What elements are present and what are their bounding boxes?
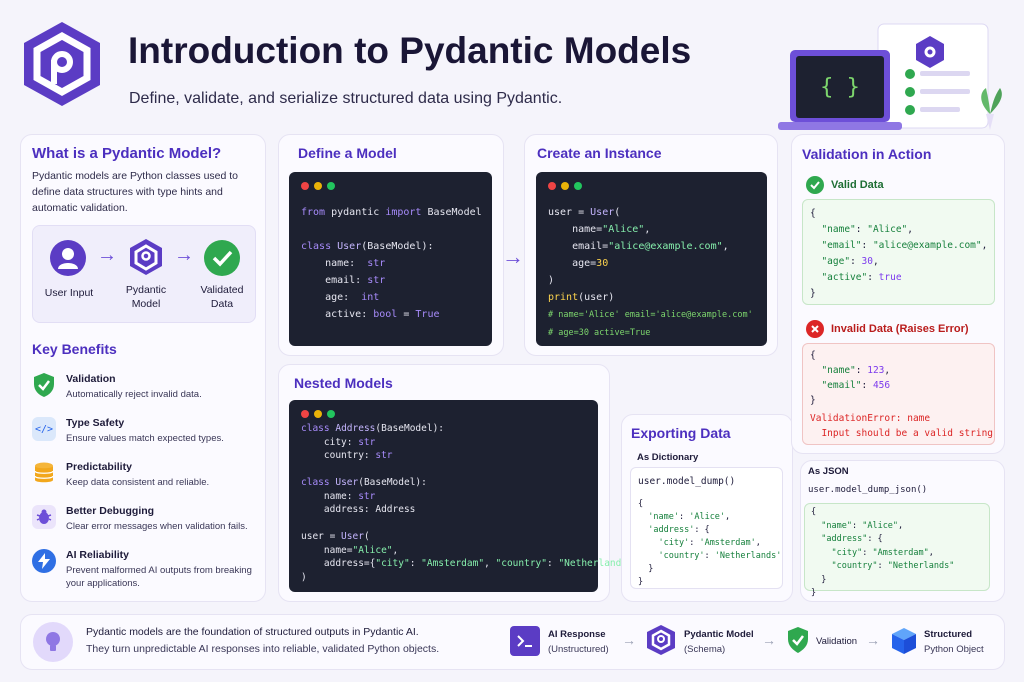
page-title: Introduction to Pydantic Models xyxy=(128,30,692,71)
bug-icon xyxy=(32,505,56,529)
define-code: from pydantic import BaseModel class Use… xyxy=(301,207,482,320)
benefit-title: Predictability xyxy=(66,461,132,473)
footer-flow-title: AI Response xyxy=(548,629,606,640)
flow-arrow-icon: → xyxy=(866,632,880,648)
user-icon xyxy=(50,240,86,276)
shield-check-icon xyxy=(786,626,810,654)
flow-label: Pydantic Model xyxy=(125,284,167,310)
page-subtitle: Define, validate, and serialize structur… xyxy=(129,90,563,107)
shield-check-icon xyxy=(32,373,56,397)
footer-line2: They turn unpredictable AI responses int… xyxy=(86,643,440,655)
instance-code-window: user = User( name="Alice", email="alice@… xyxy=(536,172,767,346)
pydantic-model-icon xyxy=(646,624,676,656)
check-circle-icon xyxy=(204,240,240,276)
footer-flow-sub: (Unstructured) xyxy=(548,644,609,655)
benefit-desc: Ensure values match expected types. xyxy=(66,433,224,444)
pydantic-model-icon xyxy=(128,238,164,276)
benefit-title: Validation xyxy=(66,373,116,385)
pydantic-logo-icon xyxy=(22,20,102,108)
benefit-desc: Automatically reject invalid data. xyxy=(66,389,202,400)
flow-arrow-icon: → xyxy=(174,244,194,266)
footer-line1: Pydantic models are the foundation of st… xyxy=(86,626,419,638)
footer-flow-title: Pydantic Model xyxy=(684,629,754,640)
benefit-title: AI Reliability xyxy=(66,549,130,561)
window-dots xyxy=(301,410,335,418)
flow-arrow-icon: → xyxy=(762,632,776,648)
footer-flow-sub: (Schema) xyxy=(684,644,726,655)
flow-arrow-icon: → xyxy=(622,632,636,648)
footer-flow-title: Structured xyxy=(924,629,973,640)
define-heading: Define a Model xyxy=(298,145,397,161)
benefit-desc: Keep data consistent and reliable. xyxy=(66,477,210,488)
window-dots xyxy=(548,182,582,190)
dict-call: user.model_dump() xyxy=(638,476,736,487)
code-icon: </> xyxy=(32,417,56,441)
invalid-box xyxy=(802,343,995,445)
nested-code-window: class Address(BaseModel): city: str coun… xyxy=(289,400,639,592)
benefit-title: Type Safety xyxy=(66,417,125,429)
json-call: user.model_dump_json() xyxy=(808,485,928,495)
database-icon xyxy=(32,461,56,485)
nested-code: class Address(BaseModel): city: str coun… xyxy=(301,423,639,583)
instance-code: user = User( name="Alice", email="alice@… xyxy=(548,207,753,338)
svg-text:{ }: { } xyxy=(820,75,860,100)
lightning-icon xyxy=(32,549,56,573)
benefit-desc: Clear error messages when validation fai… xyxy=(66,521,248,532)
valid-json: { "name": "Alice", "email": "alice@examp… xyxy=(810,208,988,299)
define-code-window: from pydantic import BaseModel class Use… xyxy=(289,172,492,346)
cube-icon xyxy=(890,626,918,656)
flow-label: User Input xyxy=(44,287,94,299)
error-message: Input should be a valid string xyxy=(810,428,994,439)
benefit-desc: Prevent malformed AI outputs from breaki… xyxy=(66,565,252,589)
what-heading: What is a Pydantic Model? xyxy=(32,145,222,162)
lightbulb-icon xyxy=(33,622,73,662)
error-message: ValidationError: name xyxy=(810,413,931,424)
window-dots xyxy=(301,182,335,190)
error-circle-icon xyxy=(806,320,824,338)
flow-label: Validated Data xyxy=(200,284,244,310)
dict-box xyxy=(630,467,783,589)
json-output: { "name": "Alice", "address": { "city": … xyxy=(811,507,955,598)
valid-box xyxy=(802,199,995,305)
intro-panel xyxy=(20,134,266,602)
flow-arrow-icon: → xyxy=(97,244,117,266)
benefit-title: Better Debugging xyxy=(66,505,155,517)
benefits-heading: Key Benefits xyxy=(32,341,117,357)
terminal-icon xyxy=(510,626,540,656)
exporting-heading: Exporting Data xyxy=(631,425,731,441)
nested-heading: Nested Models xyxy=(294,375,393,391)
arrow-right-icon: → xyxy=(502,244,524,269)
json-label: As JSON xyxy=(808,466,849,477)
instance-heading: Create an Instance xyxy=(537,145,662,161)
json-box xyxy=(804,503,990,591)
what-description: Pydantic models are Python classes used … xyxy=(32,170,239,214)
dict-label: As Dictionary xyxy=(637,452,699,463)
validation-heading: Validation in Action xyxy=(802,146,932,162)
dict-output: { 'name': 'Alice', 'address': { 'city': … xyxy=(638,499,782,587)
check-circle-icon xyxy=(806,176,824,194)
footer-flow-sub: Python Object xyxy=(924,644,984,655)
footer-flow-title: Validation xyxy=(816,636,858,647)
invalid-label: Invalid Data (Raises Error) xyxy=(831,323,969,335)
laptop-illustration: { } xyxy=(750,22,1010,134)
valid-label: Valid Data xyxy=(831,179,884,191)
invalid-json: { "name": 123, "email": 456 } xyxy=(810,350,891,406)
